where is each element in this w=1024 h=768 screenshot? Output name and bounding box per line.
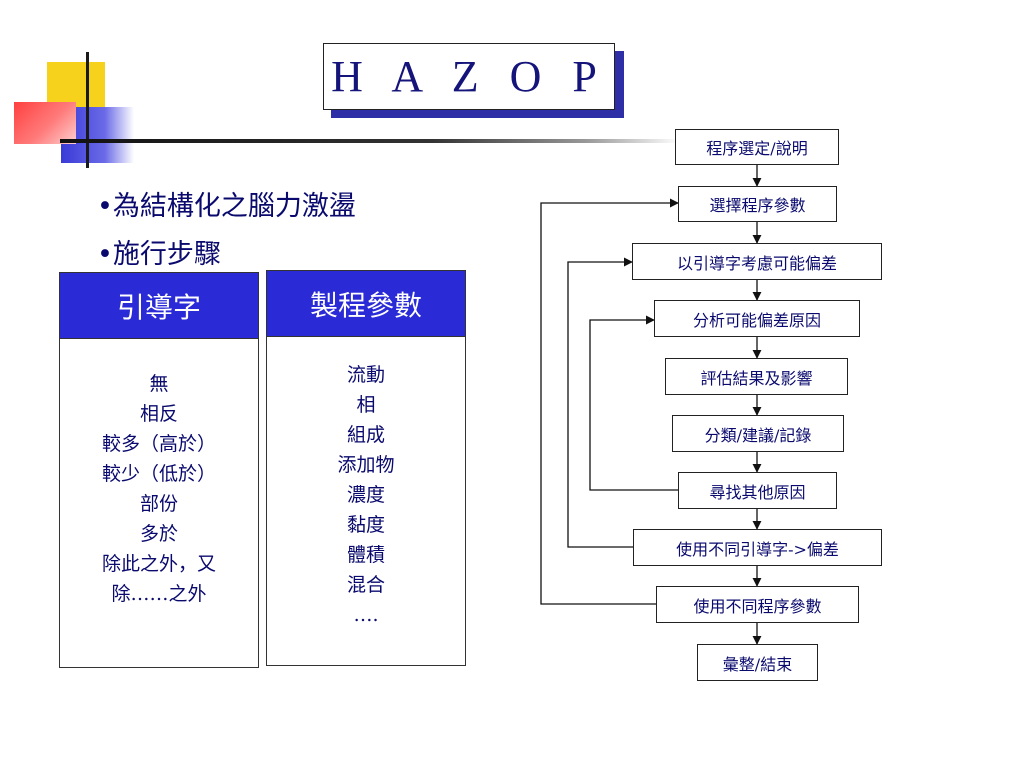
list-item: 相 xyxy=(356,394,376,416)
list-item: 相反 xyxy=(139,403,178,425)
flow-step-different-parameter: 使用不同程序參數 xyxy=(656,586,859,623)
flow-step-evaluate-consequences: 評估結果及影響 xyxy=(665,358,848,395)
list-item: 體積 xyxy=(346,544,385,566)
bullet-brainstorm: •為結構化之腦力激盪 xyxy=(97,191,356,222)
flow-step-find-other-causes: 尋找其他原因 xyxy=(678,472,837,509)
process-parameters-header: 製程參數 xyxy=(267,271,465,337)
list-item: 除……之外 xyxy=(111,583,207,605)
list-item: 流動 xyxy=(346,364,385,386)
list-item: 組成 xyxy=(346,424,385,446)
list-item: 無 xyxy=(149,373,169,395)
flow-step-classify-record: 分類/建議/記錄 xyxy=(672,415,844,452)
bullet-steps: •施行步驟 xyxy=(97,239,221,270)
list-item: 除此之外，又 xyxy=(101,553,216,575)
page-title: H A Z O P xyxy=(323,43,615,110)
loop-guide-words xyxy=(567,257,633,548)
list-item: 添加物 xyxy=(337,454,395,476)
flow-step-summarize-end: 彙整/結束 xyxy=(697,644,818,681)
list-item: 濃度 xyxy=(346,484,385,506)
list-item: …. xyxy=(353,604,379,626)
guide-words-list: 無相反較多（高於） 較少（低於） 部份多於除此之外，又除……之外 xyxy=(60,369,258,609)
process-parameters-table: 製程參數 流動相組成添加物濃度黏度體積混合 …. xyxy=(266,270,466,666)
process-parameters-list: 流動相組成添加物濃度黏度體積混合 …. xyxy=(267,360,465,630)
header-rule xyxy=(60,139,680,143)
guide-words-table: 引導字 無相反較多（高於） 較少（低於） 部份多於除此之外，又除……之外 xyxy=(59,272,259,668)
list-item: 部份 xyxy=(139,493,178,515)
list-item: 較少（低於） xyxy=(101,463,216,485)
logo-red-square xyxy=(14,102,76,144)
list-item: 混合 xyxy=(346,574,385,596)
flow-step-consider-deviation: 以引導字考慮可能偏差 xyxy=(632,243,882,280)
flow-step-process-selection: 程序選定/說明 xyxy=(675,129,839,165)
flow-step-select-parameter: 選擇程序參數 xyxy=(678,186,837,222)
guide-words-header: 引導字 xyxy=(60,273,258,339)
flow-step-analyze-causes: 分析可能偏差原因 xyxy=(654,300,860,337)
loop-other-causes xyxy=(589,315,678,491)
list-item: 多於 xyxy=(139,523,178,545)
logo-vertical-line xyxy=(86,52,89,168)
list-item: 較多（高於） xyxy=(101,433,216,455)
flow-step-different-guide-word: 使用不同引導字->偏差 xyxy=(633,529,882,566)
list-item: 黏度 xyxy=(346,514,385,536)
loop-parameters xyxy=(540,198,679,605)
